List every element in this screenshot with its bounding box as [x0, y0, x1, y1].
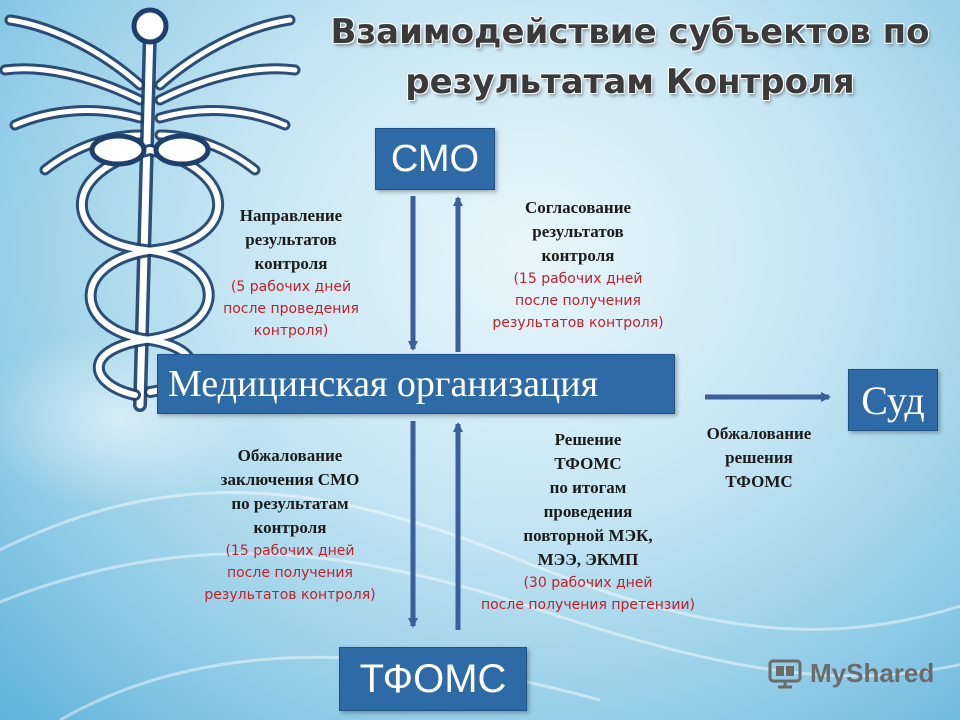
label-line: Обжалование	[706, 424, 812, 443]
myshared-logo-text: MyShared	[810, 658, 935, 688]
slide-title-line-1: Взаимодействие субъектов по	[330, 12, 930, 52]
term-line: после получения	[227, 565, 353, 581]
term-line: после получения	[515, 293, 641, 309]
term-line: (15 рабочих дней	[513, 271, 643, 287]
term-line: результатов контроля)	[492, 315, 664, 331]
label-line: повторной МЭК,	[523, 526, 653, 545]
label-napravlenie: Направление результатов контроля (5 рабо…	[210, 204, 372, 342]
label-line: Согласование	[524, 198, 632, 217]
label-line: Решение	[554, 430, 622, 449]
term-line: (30 рабочих дней	[523, 575, 653, 591]
myshared-watermark: MyShared	[768, 658, 934, 689]
label-line: контроля	[541, 246, 615, 265]
node-court: Суд	[848, 369, 938, 431]
label-line: результатов	[532, 222, 624, 241]
term-line: контроля)	[253, 323, 329, 339]
term-line: (15 рабочих дней	[225, 543, 355, 559]
myshared-logo-icon	[768, 659, 802, 688]
label-line: по итогам	[549, 478, 627, 497]
node-smo: СМО	[375, 128, 495, 190]
term-line: после получения претензии)	[480, 597, 696, 613]
label-reshenie-tfoms: Решение ТФОМС по итогам проведения повто…	[470, 428, 706, 616]
label-obzhalovanie-zaklyucheniya: Обжалование заключения СМО по результата…	[190, 444, 390, 606]
arrows	[408, 196, 831, 630]
label-line: Направление	[239, 206, 343, 225]
label-line: контроля	[254, 254, 328, 273]
label-line: МЭЭ, ЭКМП	[537, 550, 639, 569]
label-soglasovanie: Согласование результатов контроля (15 ра…	[478, 196, 678, 334]
label-line: ТФОМС	[554, 454, 622, 473]
label-line: решения	[725, 448, 793, 467]
label-line: контроля	[253, 518, 327, 537]
term-line: результатов контроля)	[204, 587, 376, 603]
label-line: проведения	[543, 502, 633, 521]
slide-title-line-2: результатам Контроля	[405, 62, 855, 102]
term-line: (5 рабочих дней	[230, 279, 352, 295]
node-medical-organization: Медицинская организация	[157, 354, 675, 414]
label-line: результатов	[245, 230, 337, 249]
label-obzhalovanie-resheniya: Обжалование решения ТФОМС	[680, 422, 838, 494]
label-line: ТФОМС	[725, 472, 793, 491]
node-tfoms: ТФОМС	[339, 647, 527, 711]
label-line: по результатам	[231, 494, 349, 513]
label-line: Обжалование	[237, 446, 343, 465]
term-line: после проведения	[223, 301, 359, 317]
label-line: заключения СМО	[220, 470, 360, 489]
caduceus-icon	[0, 7, 301, 412]
